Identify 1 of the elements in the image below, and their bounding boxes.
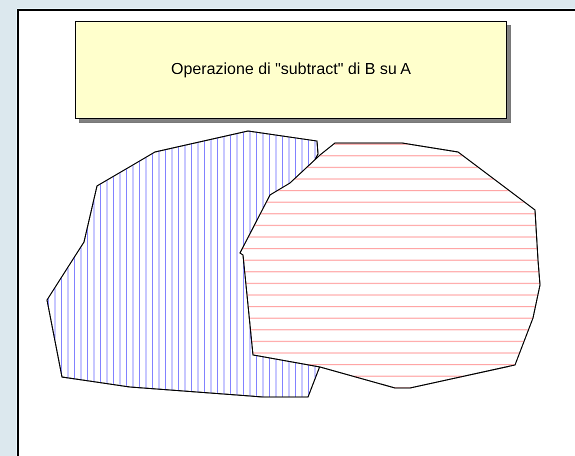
title-text: Operazione di "subtract" di B su A [171,60,411,80]
